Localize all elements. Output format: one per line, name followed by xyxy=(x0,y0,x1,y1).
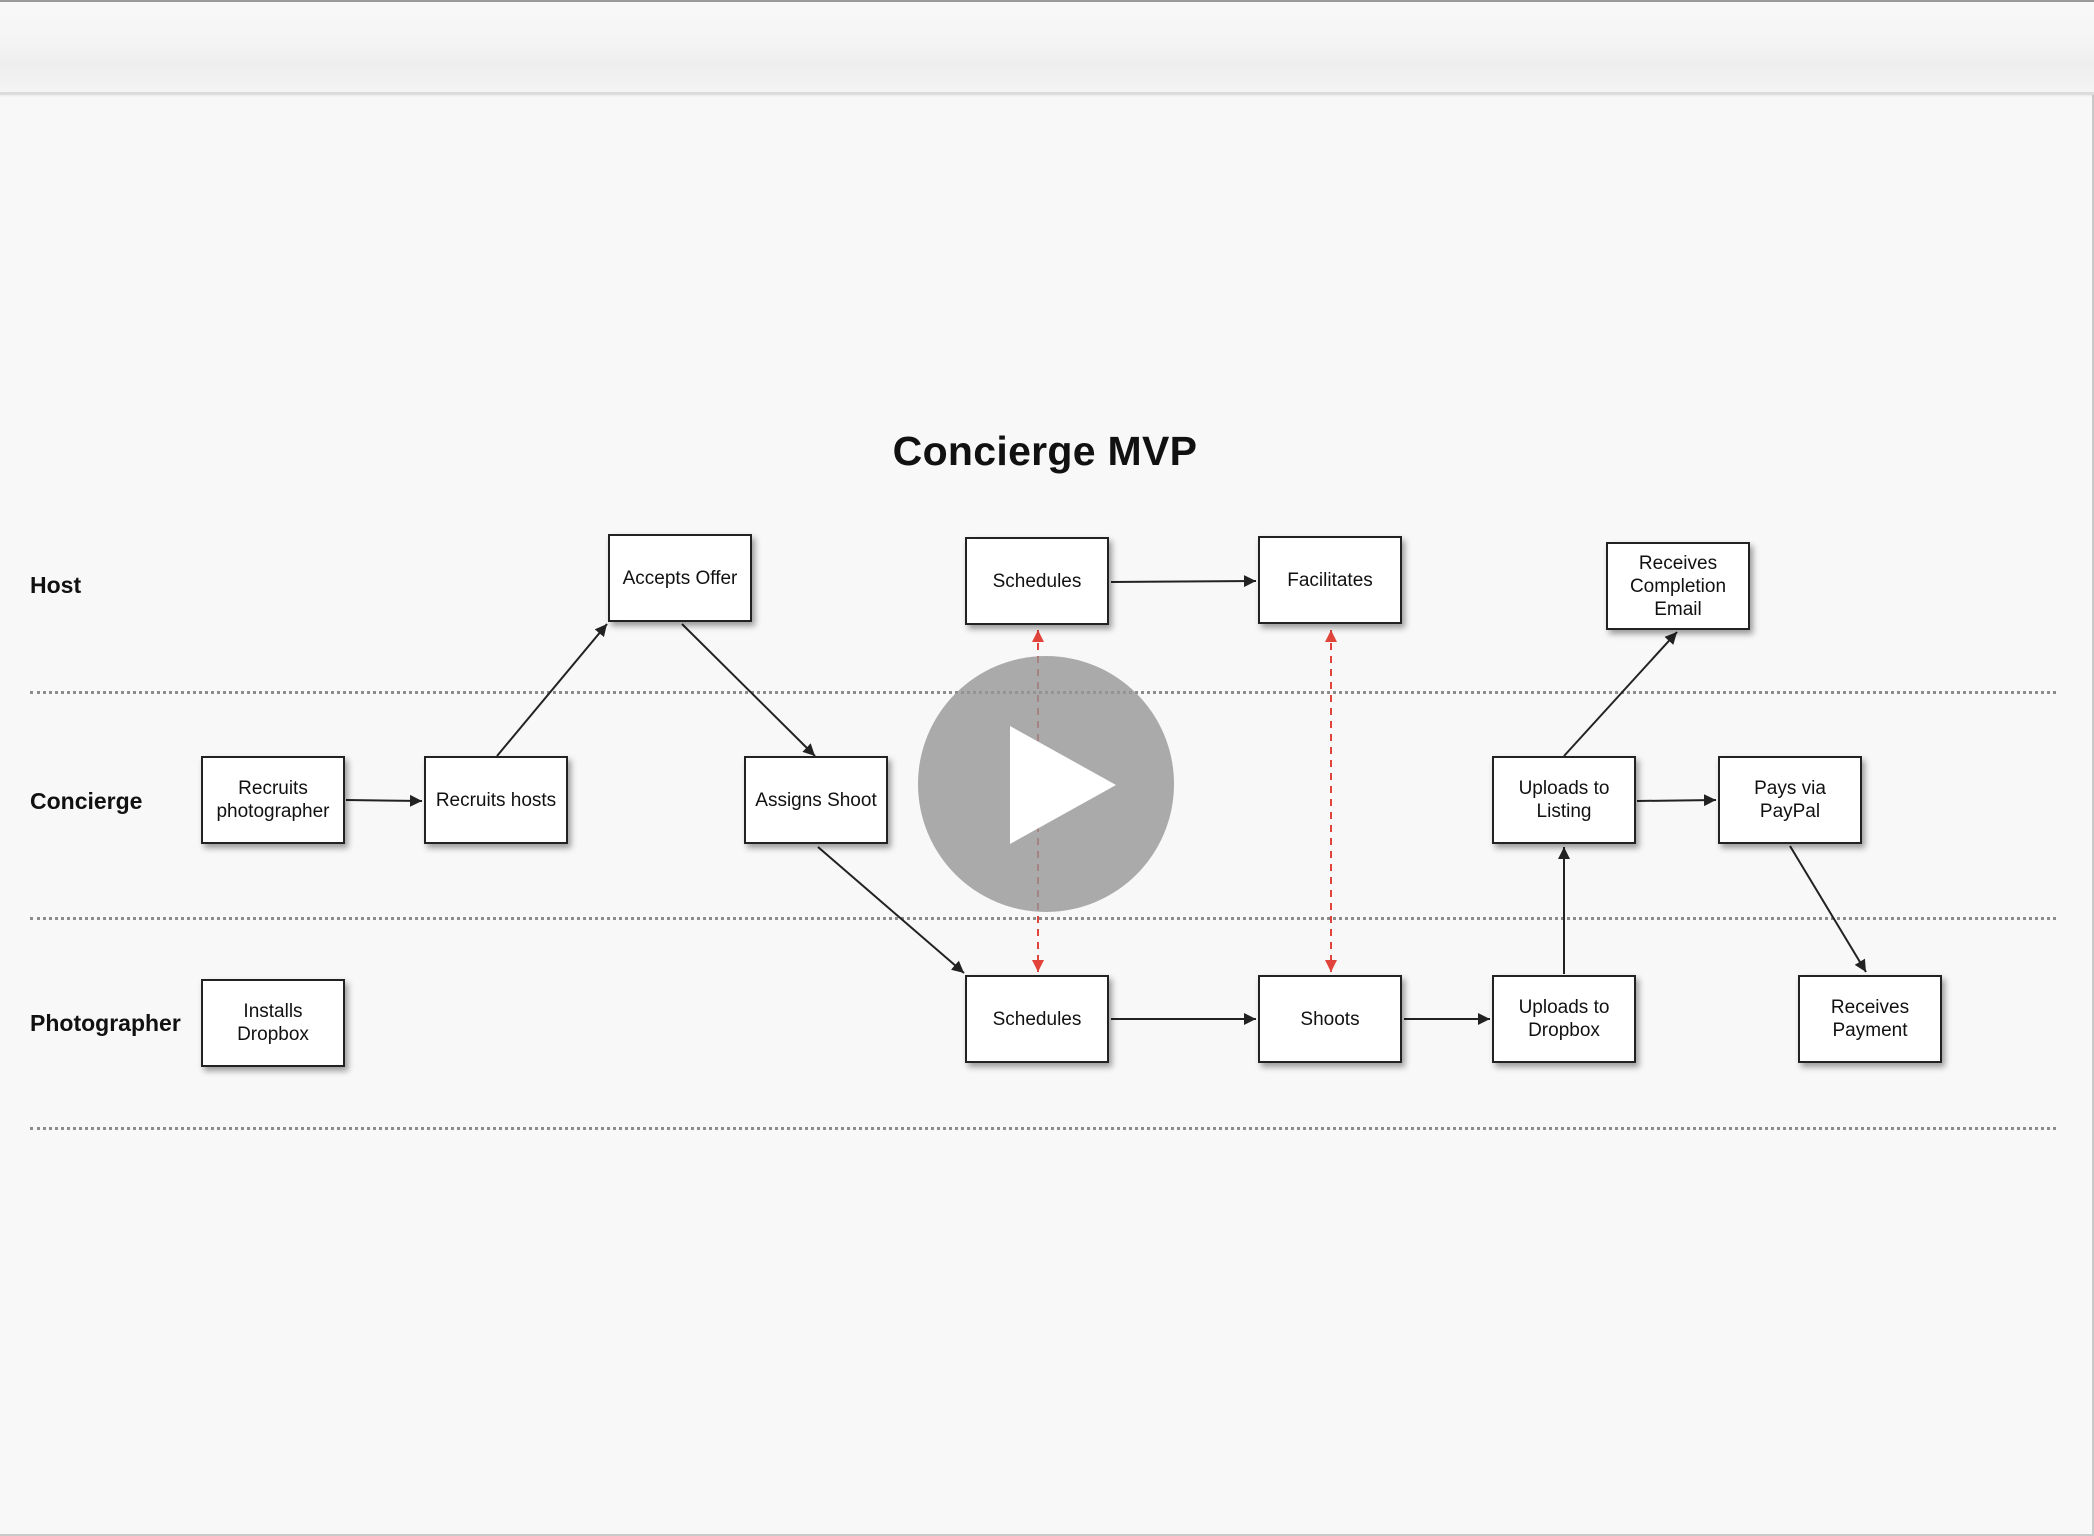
toolbar xyxy=(0,2,2094,95)
node-receives-payment: Receives Payment xyxy=(1798,975,1942,1063)
edge-pays-via-paypal-to-receives-payment xyxy=(1789,845,1867,973)
window-top-border xyxy=(0,0,2094,2)
play-icon xyxy=(1010,726,1116,844)
play-button[interactable] xyxy=(918,656,1174,912)
edge-recruits-photographer-to-recruits-hosts xyxy=(345,794,423,807)
node-shoots: Shoots xyxy=(1258,975,1402,1063)
node-host-schedules: Schedules xyxy=(965,537,1109,625)
lane-label-concierge: Concierge xyxy=(30,788,143,814)
node-accepts-offer: Accepts Offer xyxy=(608,534,752,622)
edge-recruits-hosts-to-accepts-offer xyxy=(496,623,608,757)
lane-label-photographer: Photographer xyxy=(30,1010,181,1036)
edge-host-schedules-to-facilitates xyxy=(1110,575,1257,588)
node-recruits-hosts: Recruits hosts xyxy=(424,756,568,844)
node-photographer-schedules: Schedules xyxy=(965,975,1109,1063)
node-recruits-photographer: Recruits photographer xyxy=(201,756,345,844)
node-assigns-shoot: Assigns Shoot xyxy=(744,756,888,844)
lane-divider-bottom xyxy=(30,1127,2056,1130)
lane-label-host: Host xyxy=(30,572,82,598)
edge-uploads-to-listing-to-receives-completion-email xyxy=(1563,631,1678,757)
node-pays-via-paypal: Pays via PayPal xyxy=(1718,756,1862,844)
node-receives-completion-email: Receives Completion Email xyxy=(1606,542,1750,630)
node-installs-dropbox: Installs Dropbox xyxy=(201,979,345,1067)
edge-accepts-offer-to-assigns-shoot xyxy=(681,623,816,757)
diagram-title-text: Concierge MVP xyxy=(892,428,1198,474)
node-facilitates: Facilitates xyxy=(1258,536,1402,624)
edge-uploads-to-listing-to-pays-via-paypal xyxy=(1636,794,1717,807)
node-uploads-to-dropbox: Uploads to Dropbox xyxy=(1492,975,1636,1063)
edge-assigns-shoot-to-photographer-schedules xyxy=(817,846,965,974)
diagram-title: Concierge MVP xyxy=(0,428,2094,475)
node-uploads-to-listing: Uploads to Listing xyxy=(1492,756,1636,844)
